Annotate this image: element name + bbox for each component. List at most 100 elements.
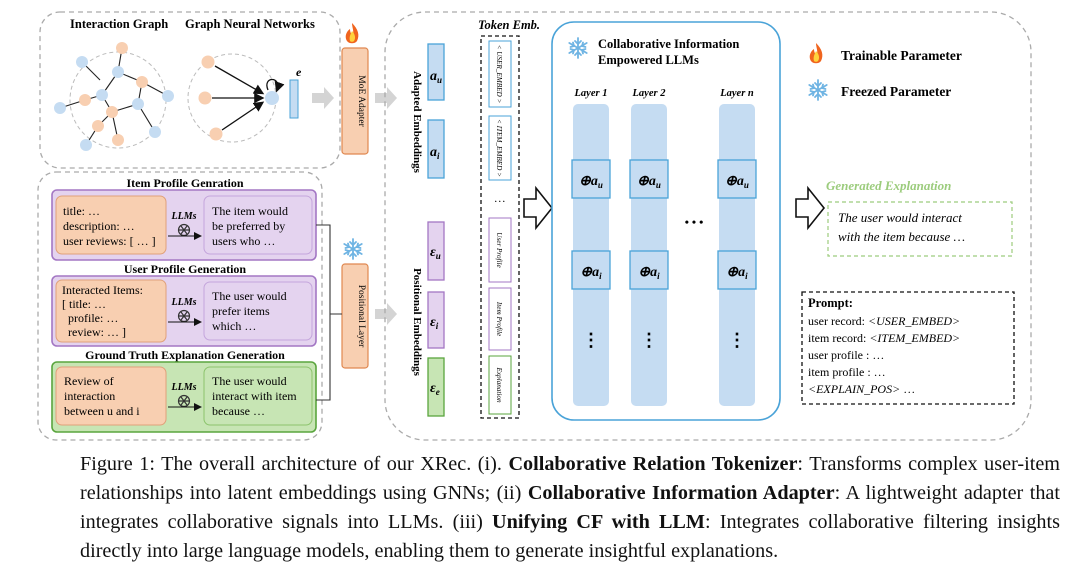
prompt-line: <EXPLAIN_POS> … (808, 382, 915, 396)
layer-cell-i: ⊕ai (580, 265, 602, 281)
layer-vdots: ⋮ (582, 330, 600, 350)
truth-output-line: The user would (212, 374, 287, 388)
caption-bold: Collaborative Information Adapter (527, 482, 835, 504)
truth-title: Ground Truth Explanation Generation (85, 348, 285, 362)
item-output-line: be preferred by (212, 219, 285, 233)
prompt-line: user record: <USER_EMBED> (808, 314, 960, 328)
poslayer-to-embed-arrow (375, 303, 397, 325)
user-input-line: profile: … (62, 311, 118, 325)
snowflake-icon (808, 79, 828, 101)
layer-2: Layer 2 ⊕au ⊕ai ⋮ (629, 88, 669, 406)
user-profile-output (203, 281, 313, 341)
item-llm-label: LLMs (171, 211, 197, 222)
embed-eps-e (427, 357, 445, 417)
embed-eps-e-label: εe (430, 381, 440, 397)
layer-label: Layer n (719, 88, 754, 99)
truth-input-line: between u and i (64, 404, 140, 418)
item-output-line: The item would (212, 204, 288, 218)
prompt-box (801, 291, 1015, 405)
xrec-region (384, 11, 1032, 441)
embed-a-i-label: ai (430, 145, 440, 161)
user-input-line: [ title: … (62, 297, 106, 311)
item-input-line: title: … (63, 204, 100, 218)
gnn-to-moe-arrow (312, 87, 334, 109)
embed-a-u-label: au (430, 69, 442, 85)
generated-explanation-box (827, 201, 1013, 257)
embed-eps-u-label: εu (430, 245, 441, 261)
interaction-graph-label: Interaction Graph (70, 17, 168, 31)
item-profile-output (203, 195, 313, 255)
moe-adapter-label: MoE Adapter (356, 75, 366, 127)
caption-bold: Unifying CF with LLM (492, 511, 705, 533)
embed-eps-i-label: εi (430, 315, 439, 331)
figure-caption: Figure 1: The overall architecture of ou… (80, 453, 1060, 562)
e-symbol: e (296, 65, 302, 79)
gnn-region (39, 11, 341, 169)
svg-text:The user would prefer item: The user would prefer items which … (212, 289, 290, 333)
layer-vdots: ⋮ (640, 330, 658, 350)
positional-embeddings-label: Positional Embeddings (411, 268, 423, 377)
truth-llm-label: LLMs (171, 382, 197, 393)
layer-label: Layer 1 (574, 88, 608, 99)
layer-cell-u: ⊕au (725, 174, 749, 190)
truth-output-line: interact with item (212, 389, 297, 403)
prompt-title: Prompt: (808, 296, 853, 310)
truth-input (55, 366, 167, 426)
user-output-line: which … (212, 319, 256, 333)
legend-freezed: Freezed Parameter (841, 84, 951, 99)
token-item-embed: < ITEM_EMBED > (495, 119, 503, 177)
caption-bold: Collaborative Relation Tokenizer (508, 453, 798, 475)
layer-cell-i: ⊕ai (638, 265, 660, 281)
token-explanation: Explanation (495, 366, 503, 403)
truth-input-line: Review of (64, 374, 114, 388)
layer-n: Layer n ⊕au ⊕ai ⋮ (717, 88, 757, 406)
prompt-line: item record: <ITEM_EMBED> (808, 331, 960, 345)
moe-to-embed-arrow (375, 87, 397, 109)
user-input-line: review: … ] (62, 325, 126, 339)
snowflake-icon (343, 238, 363, 260)
truth-output (203, 366, 313, 426)
item-output-line: users who … (212, 234, 275, 248)
user-profile-title: User Profile Generation (124, 262, 247, 276)
item-profile-input (55, 195, 167, 255)
token-to-llm-arrow (523, 187, 553, 229)
flame-icon (345, 23, 359, 44)
flame-icon (809, 43, 823, 64)
adapted-embeddings-label: Adapted Embeddings (411, 71, 423, 174)
svg-text:Review of interaction: Review of interaction between u and i (64, 374, 140, 418)
moe-adapter (341, 47, 369, 155)
user-output-line: prefer items (212, 304, 270, 318)
user-input-line: Interacted Items: (62, 283, 143, 297)
user-llm-label: LLMs (171, 297, 197, 308)
layer-cell-i: ⊕ai (726, 265, 748, 281)
token-item-profile: Item Profile (495, 301, 503, 337)
item-profile-title: Item Profile Genration (126, 176, 243, 190)
explanation-line: with the item because … (838, 229, 965, 244)
item-input-line: user reviews: [ … ] (63, 234, 156, 248)
token-user-profile: User Profile (495, 232, 503, 268)
layer-1: Layer 1 ⊕au ⊕ai ⋮ (571, 88, 611, 406)
profile-bracket (316, 224, 342, 401)
layers-hdots: • • • (685, 215, 704, 229)
token-user-embed: < USER_EMBED > (495, 45, 503, 104)
layer-label: Layer 2 (632, 88, 667, 99)
gnn-aggregation: e (187, 53, 302, 143)
prompt-line: item profile : … (808, 365, 886, 379)
gnn-label: Graph Neural Networks (185, 17, 315, 31)
llm-to-output-arrow (795, 187, 825, 229)
prompt-line: user profile : … (808, 348, 884, 362)
explanation-line: The user would interact (838, 210, 962, 225)
svg-text:The user would interact wi: The user would interact with item becaus… (212, 374, 300, 418)
architecture-diagram: Interaction Graph Graph Neural Networks (0, 0, 1032, 441)
svg-text:Interacted Items: [ title:: Interacted Items: [ title: … profile: … … (0, 0, 158, 339)
llm-title-line1: Collaborative Information (598, 37, 739, 51)
token-emb-header: Token Emb. (478, 18, 540, 32)
layer-cell-u: ⊕au (579, 174, 603, 190)
svg-text:The user would interact wi: The user would interact with the item be… (838, 210, 965, 244)
truth-output-line: because … (212, 404, 265, 418)
layer-vdots: ⋮ (728, 330, 746, 350)
svg-text:title: … description: …: title: … description: … user reviews: [ … (63, 204, 156, 248)
embed-a-u (427, 43, 445, 101)
item-input-line: description: … (63, 219, 135, 233)
